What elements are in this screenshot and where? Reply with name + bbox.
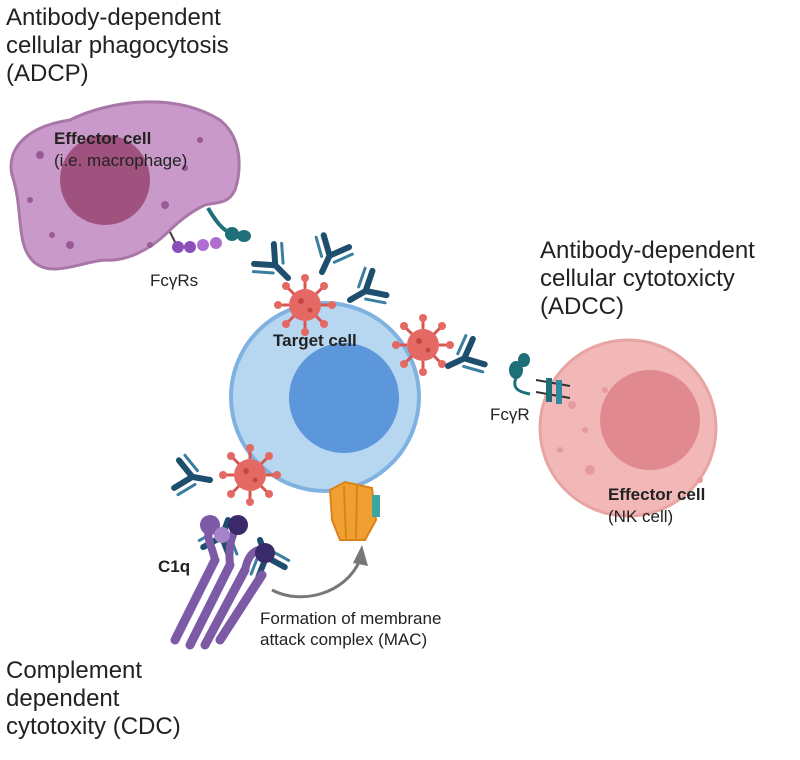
antigen-bottom-left: [217, 442, 283, 508]
mac-caption: Formation of membrane attack complex (MA…: [260, 609, 442, 649]
nk-name: Effector cell: [608, 485, 706, 504]
target-cell-label: Target cell: [273, 331, 357, 350]
nk-fc-receptor: [509, 353, 571, 404]
nk-granules: [557, 387, 703, 483]
mac-pore: [328, 480, 380, 541]
macrophage-granules: [27, 137, 203, 249]
macrophage-receptor-label: FcγRs: [150, 271, 199, 290]
antibody-nk: [440, 334, 488, 385]
antibody-left: [173, 454, 213, 499]
cdc-title: Complement dependent cytotoxity (CDC): [6, 657, 181, 740]
macrophage-nucleus: [60, 135, 150, 225]
antibody-macrophage-1: [250, 240, 302, 292]
target-nucleus: [289, 343, 399, 453]
nk-detail: (NK cell): [608, 507, 674, 526]
adcp-title: Antibody-dependent cellular phagocytosis…: [6, 4, 229, 87]
adcc-title: Antibody-dependent cellular cytotoxicty …: [540, 237, 755, 320]
c1q-label: C1q: [158, 557, 191, 576]
nk-nucleus: [600, 370, 700, 470]
macrophage-name: Effector cell: [54, 129, 152, 148]
antigen-right: [390, 312, 456, 378]
antigen-top: [272, 272, 338, 338]
mac-formation-arrow: [271, 559, 362, 599]
nk-receptor-label: FcγR: [490, 405, 530, 424]
antibody-macrophage-2: [304, 233, 355, 281]
macrophage-detail: (i.e. macrophage): [54, 151, 188, 170]
macrophage-fc-receptors: [169, 206, 251, 253]
c1q-complex: [170, 515, 275, 650]
